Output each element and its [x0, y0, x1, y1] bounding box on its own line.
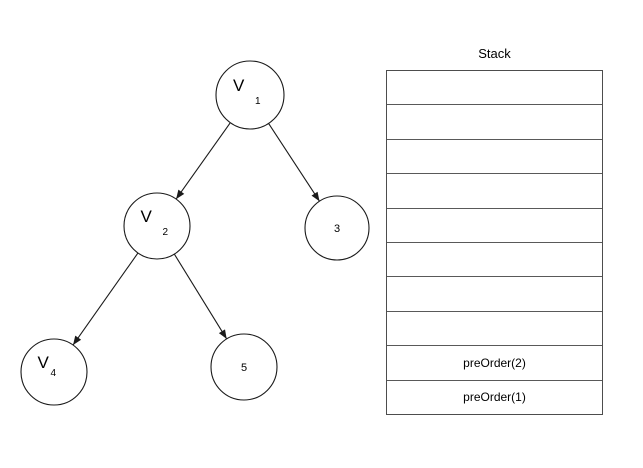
node-circle[interactable] — [210, 333, 278, 401]
stack-slot-empty — [387, 312, 602, 347]
tree-edge — [175, 122, 231, 200]
stack-slot-empty — [387, 174, 602, 209]
node-label-letter: V — [141, 207, 153, 226]
stack-slot-empty — [387, 209, 602, 244]
tree-node[interactable]: 3 — [304, 195, 370, 261]
tree-edge — [268, 123, 320, 202]
edge-arrowhead — [311, 191, 320, 202]
stack-slot-empty — [387, 71, 602, 106]
tree-node[interactable]: V1 — [215, 60, 285, 130]
node-label-letter: V — [38, 353, 50, 372]
node-label-number: 5 — [241, 362, 247, 374]
node-label-number: 3 — [334, 223, 340, 235]
tree-node[interactable]: 5 — [210, 333, 278, 401]
edge-layer — [72, 122, 320, 346]
stack-slot-empty — [387, 105, 602, 140]
node-circle[interactable] — [215, 60, 285, 130]
tree-node[interactable]: V4 — [20, 338, 88, 406]
edge-arrowhead — [176, 189, 185, 200]
stack-title: Stack — [478, 46, 511, 61]
node-label-subscript: 4 — [51, 368, 57, 379]
node-label-subscript: 1 — [255, 96, 261, 107]
node-label-letter: V — [233, 76, 245, 95]
tree-edge — [72, 252, 139, 346]
tree-node[interactable]: V2 — [123, 192, 191, 260]
stack-slot-empty — [387, 277, 602, 312]
stack-frame: preOrder(2) — [387, 346, 602, 381]
edge-arrowhead — [218, 329, 227, 339]
node-circle[interactable] — [123, 192, 191, 260]
edge-arrowhead — [73, 335, 82, 346]
stack-panel: preOrder(2) preOrder(1) — [386, 70, 603, 415]
node-label-subscript: 2 — [163, 227, 169, 238]
node-circle[interactable] — [304, 195, 370, 261]
node-circle[interactable] — [20, 338, 88, 406]
stack-frame: preOrder(1) — [463, 390, 526, 405]
stack-slot-empty — [387, 243, 602, 278]
stack-slot-empty — [387, 140, 602, 175]
tree-edge — [173, 253, 228, 340]
